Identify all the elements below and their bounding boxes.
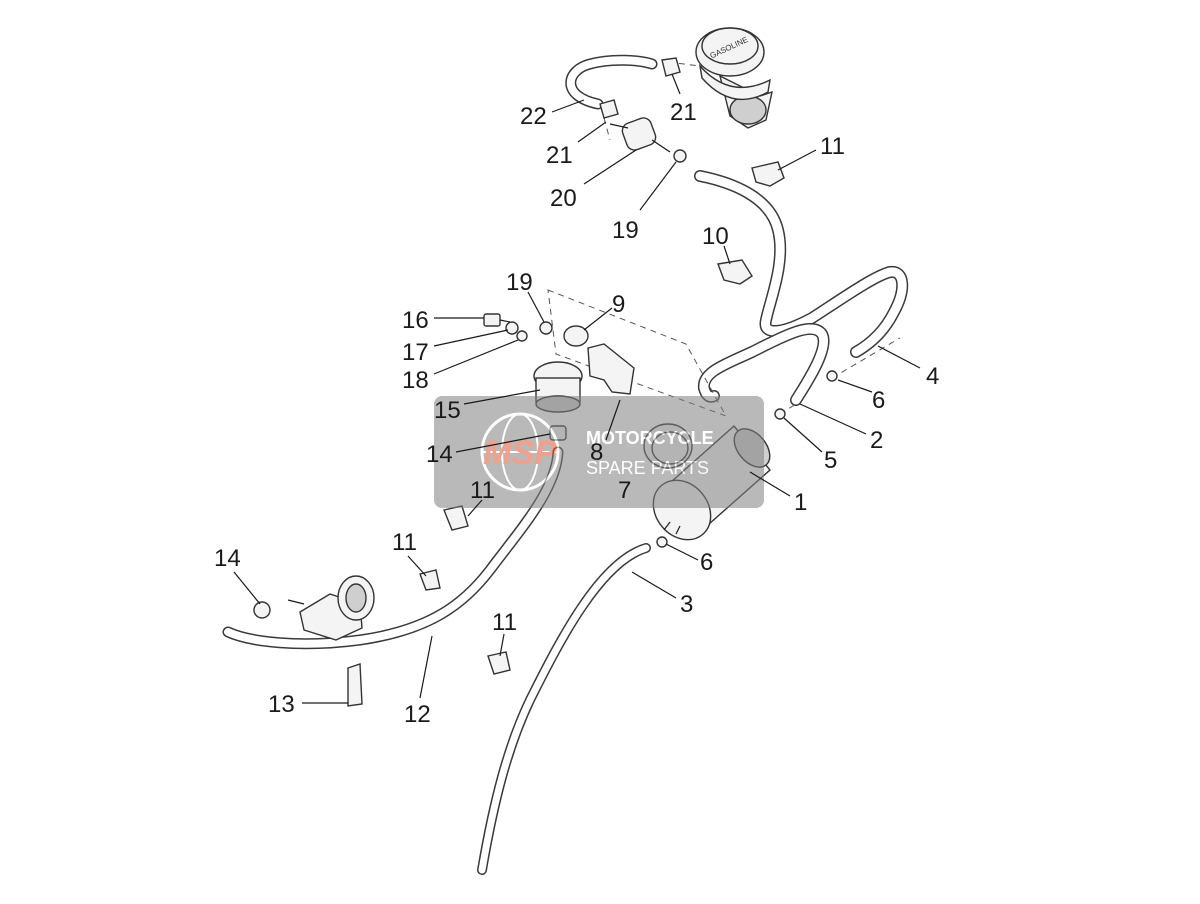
callout-11-top: 11 — [820, 133, 845, 160]
callout-22: 22 — [520, 103, 547, 130]
callout-19-middle: 19 — [506, 269, 533, 296]
callout-labels: 22 21 21 20 19 11 10 19 9 16 17 18 15 8 … — [214, 99, 939, 728]
callout-5: 5 — [824, 447, 837, 474]
clamp-11-top — [751, 161, 785, 187]
washer-18 — [516, 330, 528, 342]
hose-2 — [698, 323, 830, 406]
callout-11-left-upper: 11 — [470, 477, 495, 504]
clamp-10 — [717, 259, 753, 285]
fuel-filler-cap: GASOLINE — [695, 27, 773, 129]
watermark-band — [434, 396, 764, 508]
callout-10: 10 — [702, 223, 729, 250]
callout-16: 16 — [402, 307, 429, 334]
hose-12 — [222, 446, 564, 650]
assembly-line-cap — [667, 61, 717, 69]
bracket-13 — [347, 663, 363, 707]
assembly-line-21 — [603, 117, 611, 141]
hose-4 — [694, 170, 909, 358]
callout-1: 1 — [794, 489, 807, 516]
hose-3 — [477, 543, 651, 875]
check-valve-20 — [609, 117, 671, 153]
callout-17: 17 — [402, 339, 429, 366]
callout-21-left: 21 — [546, 142, 573, 169]
callout-13: 13 — [268, 691, 295, 718]
callout-2: 2 — [870, 427, 883, 454]
callout-9: 9 — [612, 291, 625, 318]
bracket-8 — [587, 343, 635, 395]
assembly-line-6a — [831, 337, 901, 379]
callout-19-top: 19 — [612, 217, 639, 244]
msp-watermark: MSP MOTORCYCLE SPARE PARTS — [434, 396, 764, 508]
callout-15: 15 — [434, 397, 461, 424]
o-ring-6-top — [826, 370, 838, 382]
callout-8: 8 — [590, 439, 603, 466]
callout-12: 12 — [404, 701, 431, 728]
callout-18: 18 — [402, 367, 429, 394]
washer-17 — [505, 321, 519, 335]
callout-4: 4 — [926, 363, 939, 390]
hose-clamp-21-left — [599, 99, 619, 119]
watermark-logo: MSP — [483, 434, 557, 472]
clamp-14-left — [253, 601, 271, 619]
callout-7: 7 — [618, 477, 631, 504]
callout-14-middle: 14 — [426, 441, 453, 468]
assembly-line-bracket — [547, 289, 728, 417]
clamp-9 — [563, 325, 589, 347]
clamp-11-bottom — [487, 651, 511, 675]
callout-6-top: 6 — [872, 387, 885, 414]
callout-3: 3 — [680, 591, 693, 618]
callout-20: 20 — [550, 185, 577, 212]
screw-16 — [483, 313, 511, 327]
watermark-line2: SPARE PARTS — [586, 458, 709, 478]
watermark-line1: MOTORCYCLE — [586, 428, 714, 448]
o-ring-5 — [774, 408, 786, 420]
callout-11-left-lower: 11 — [392, 529, 417, 556]
callout-14-left: 14 — [214, 545, 241, 572]
purge-valve-assembly — [287, 575, 375, 641]
callout-6-bottom: 6 — [700, 549, 713, 576]
hose-22 — [565, 54, 658, 110]
clip-19-middle — [539, 321, 553, 335]
callout-21-top: 21 — [670, 99, 697, 126]
leader-lines — [233, 73, 921, 704]
callout-11-bottom: 11 — [492, 609, 517, 636]
o-ring-6-bottom — [656, 536, 668, 548]
hose-clamp-21-top — [661, 57, 681, 77]
clip-19-top — [673, 149, 687, 163]
clamp-11-left-upper — [443, 505, 469, 531]
